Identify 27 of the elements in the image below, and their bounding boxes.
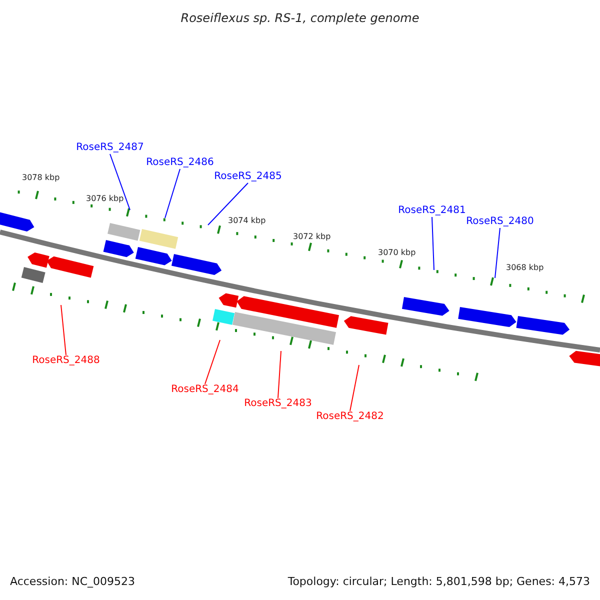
gene-label: RoseRS_2482 <box>316 411 384 423</box>
leader-line <box>494 228 500 278</box>
scale-label: 3076 kbp <box>86 194 124 204</box>
gene-label: RoseRS_2481 <box>398 205 466 217</box>
footer-text: Topology: circular; Length: 5,801,598 bp; Genes: 4,573 <box>288 576 590 588</box>
diagram-title: Roseiflexus sp. RS-1, complete genome <box>180 11 420 25</box>
gene-label: RoseRS_2486 <box>146 157 214 169</box>
leader-line <box>208 182 248 226</box>
scale-label: 3068 kbp <box>506 263 544 273</box>
leader-line <box>204 340 220 384</box>
scale-label: 3070 kbp <box>378 248 416 258</box>
gene-label: RoseRS_2480 <box>466 216 534 228</box>
gene-label: RoseRS_2488 <box>32 355 100 367</box>
footer-text: Accession: NC_009523 <box>10 576 136 588</box>
scale-label: 3074 kbp <box>228 216 266 226</box>
leader-line <box>164 168 180 218</box>
leader-line <box>110 154 130 210</box>
gene-label: RoseRS_2487 <box>76 142 144 154</box>
leader-line <box>278 350 282 398</box>
gene-label: RoseRS_2484 <box>171 384 239 396</box>
scale-label: 3078 kbp <box>22 173 60 183</box>
leader-line <box>432 216 434 270</box>
leader-line <box>350 364 360 412</box>
leader-line <box>60 304 66 356</box>
scale-label: 3072 kbp <box>293 232 331 242</box>
gene-label: RoseRS_2483 <box>244 398 312 410</box>
gene-label: RoseRS_2485 <box>214 171 282 183</box>
